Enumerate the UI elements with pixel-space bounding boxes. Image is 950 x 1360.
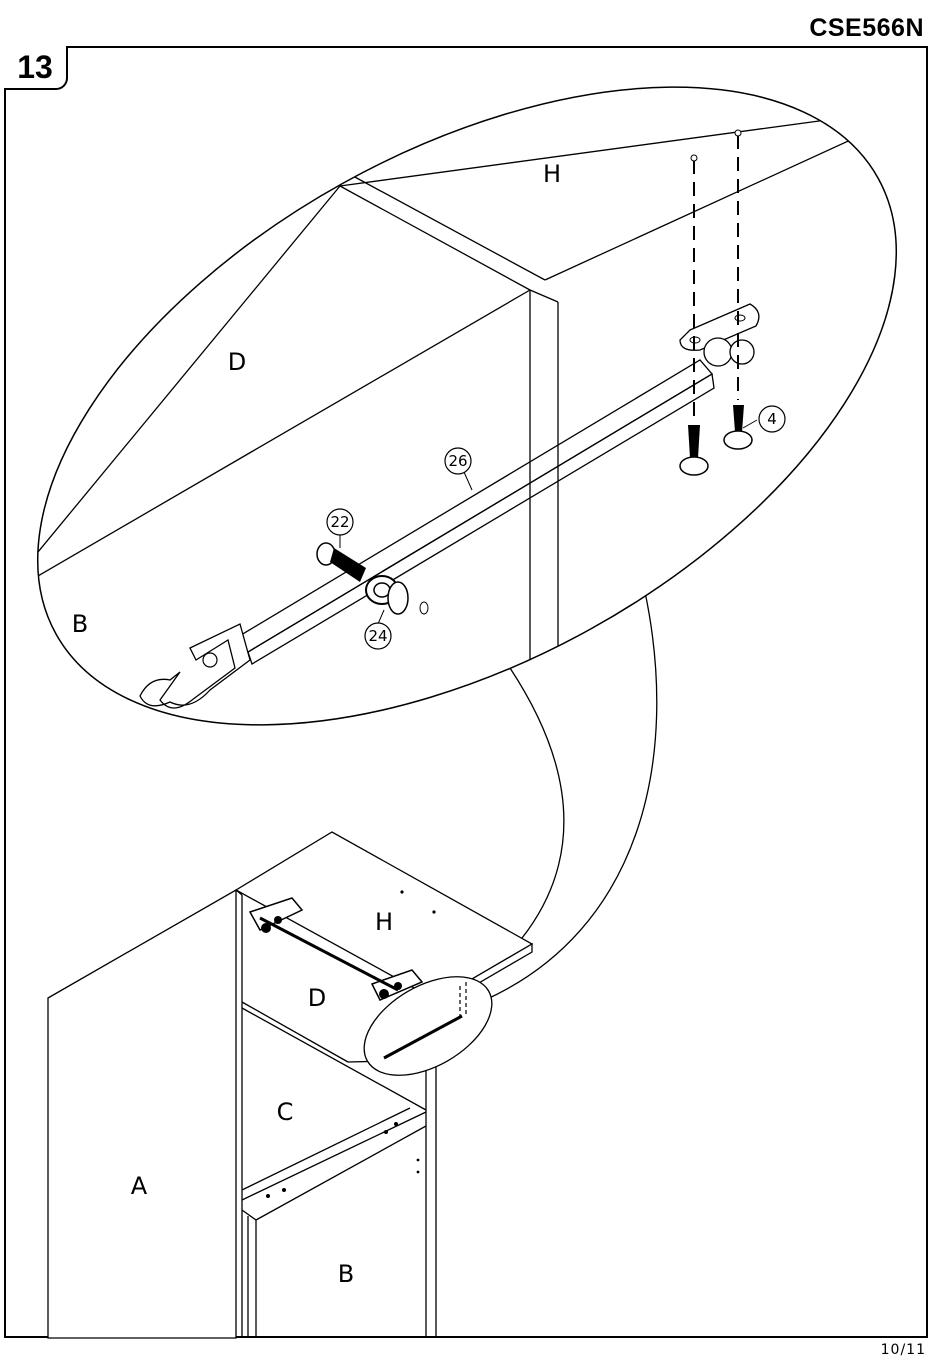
callout-screw-4: 4: [767, 410, 777, 428]
cabinet-label-c: C: [277, 1098, 294, 1126]
callout-bolt-22: 22: [330, 513, 349, 531]
detail-label-h: H: [543, 160, 561, 188]
detail-ellipse: [0, 0, 950, 857]
detail-view: 4 26 22 24 H D B: [0, 0, 950, 1004]
cabinet-label-b: B: [338, 1260, 354, 1288]
detail-label-d: D: [228, 348, 246, 376]
callout-washer-24: 24: [368, 627, 387, 645]
page-number: 10/11: [881, 1342, 926, 1358]
step-number-badge: 13: [4, 46, 68, 90]
cabinet-label-a: A: [131, 1172, 148, 1200]
callout-rod-26: 26: [448, 452, 467, 470]
detail-label-b: B: [72, 610, 88, 638]
cabinet-label-h: H: [375, 908, 393, 936]
hook-hole: [203, 653, 217, 667]
cabinet-label-d: D: [308, 984, 326, 1012]
panel-a: [48, 890, 236, 1338]
